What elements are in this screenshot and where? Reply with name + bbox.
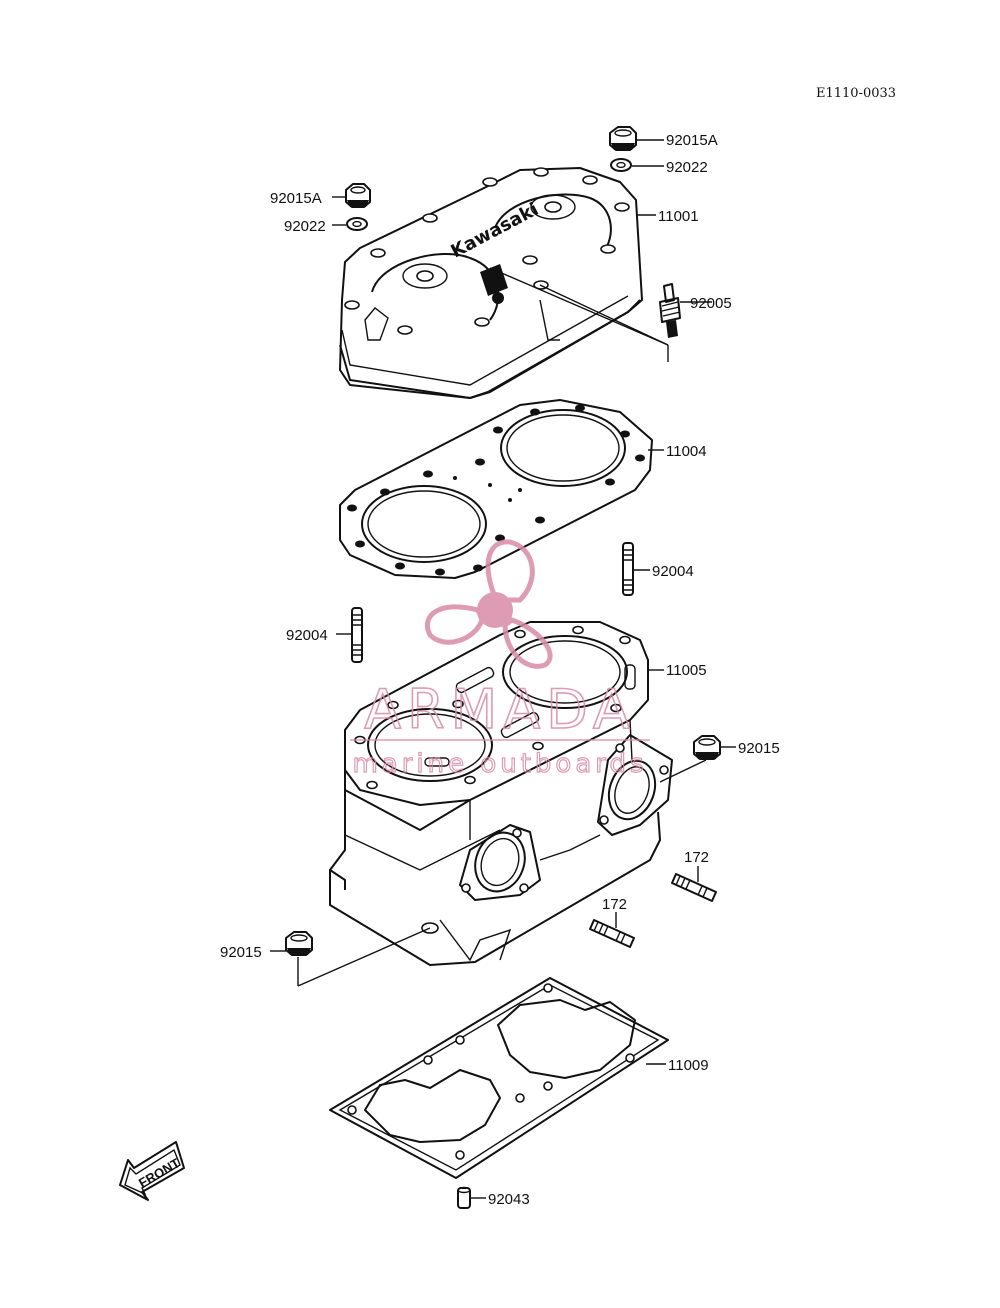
part-label-92022-left: 92022	[284, 218, 326, 235]
part-label-92004-left: 92004	[286, 627, 328, 644]
spark-plug-icon[interactable]	[659, 283, 681, 338]
diagram-code: E1110-0033	[816, 86, 896, 101]
part-label-92015a-right: 92015A	[666, 132, 718, 149]
part-label-92015-right: 92015	[738, 740, 780, 757]
stud-left-icon[interactable]	[351, 607, 363, 663]
part-label-172-left: 172	[602, 896, 627, 913]
base-gasket-icon[interactable]	[329, 977, 669, 1179]
washer-top-right-icon[interactable]	[610, 158, 632, 172]
armada-watermark: ARMADA marine outboards	[350, 539, 650, 780]
part-label-92043: 92043	[488, 1191, 530, 1208]
cylinder-icon[interactable]	[329, 621, 673, 966]
watermark-brand: ARMADA	[364, 678, 636, 741]
part-label-11009: 11009	[668, 1057, 709, 1074]
part-label-11001: 11001	[658, 208, 699, 225]
stud-172-left-icon[interactable]	[589, 919, 635, 948]
nut-right-icon[interactable]	[693, 735, 721, 760]
part-label-11004: 11004	[666, 443, 707, 460]
part-label-172-right: 172	[684, 849, 709, 866]
washer-top-left-icon[interactable]	[346, 217, 368, 231]
cylinder-head-icon[interactable]: Kawasaki	[339, 167, 643, 399]
nut-top-right-icon[interactable]	[609, 126, 637, 151]
watermark-tagline: marine outboards	[352, 749, 647, 779]
head-gasket-icon[interactable]	[339, 399, 653, 579]
part-label-92015a-left: 92015A	[270, 190, 322, 207]
head-brand-text: Kawasaki	[447, 199, 542, 263]
part-label-92022-right: 92022	[666, 159, 708, 176]
front-arrow-icon: FRONT	[119, 1141, 185, 1201]
dowel-pin-icon[interactable]	[457, 1186, 471, 1209]
part-label-92005: 92005	[690, 295, 732, 312]
part-label-92015-left: 92015	[220, 944, 262, 961]
propeller-logo-icon	[425, 539, 553, 669]
stud-right-icon[interactable]	[622, 542, 634, 596]
part-label-11005: 11005	[666, 662, 707, 679]
stud-172-right-icon[interactable]	[671, 873, 717, 902]
part-label-92004-right: 92004	[652, 563, 694, 580]
nut-top-left-icon[interactable]	[345, 183, 371, 208]
nut-left-icon[interactable]	[285, 931, 313, 956]
